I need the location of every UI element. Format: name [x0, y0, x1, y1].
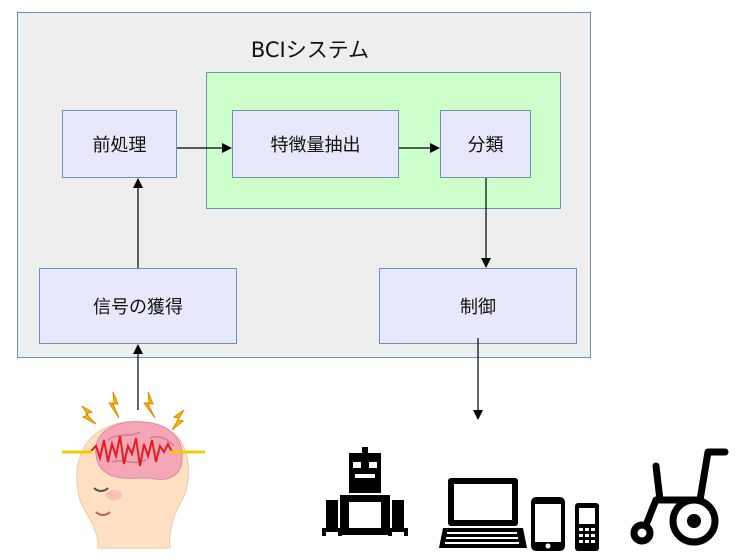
laptop-icon: [439, 478, 527, 548]
node-feature-extraction: 特徴量抽出: [232, 110, 399, 178]
robot-icon: [322, 447, 408, 536]
node-signal-acquisition: 信号の獲得: [39, 268, 237, 344]
node-classification: 分類: [440, 110, 531, 178]
feature-phone-icon: [575, 503, 599, 551]
system-title: BCIシステム: [250, 38, 370, 62]
node-preprocessing: 前処理: [62, 110, 177, 178]
node-control: 制御: [379, 268, 577, 344]
head-with-eeg-signal-icon: [62, 391, 205, 549]
wheelchair-icon: [630, 448, 729, 546]
smartphone-icon: [531, 497, 565, 551]
